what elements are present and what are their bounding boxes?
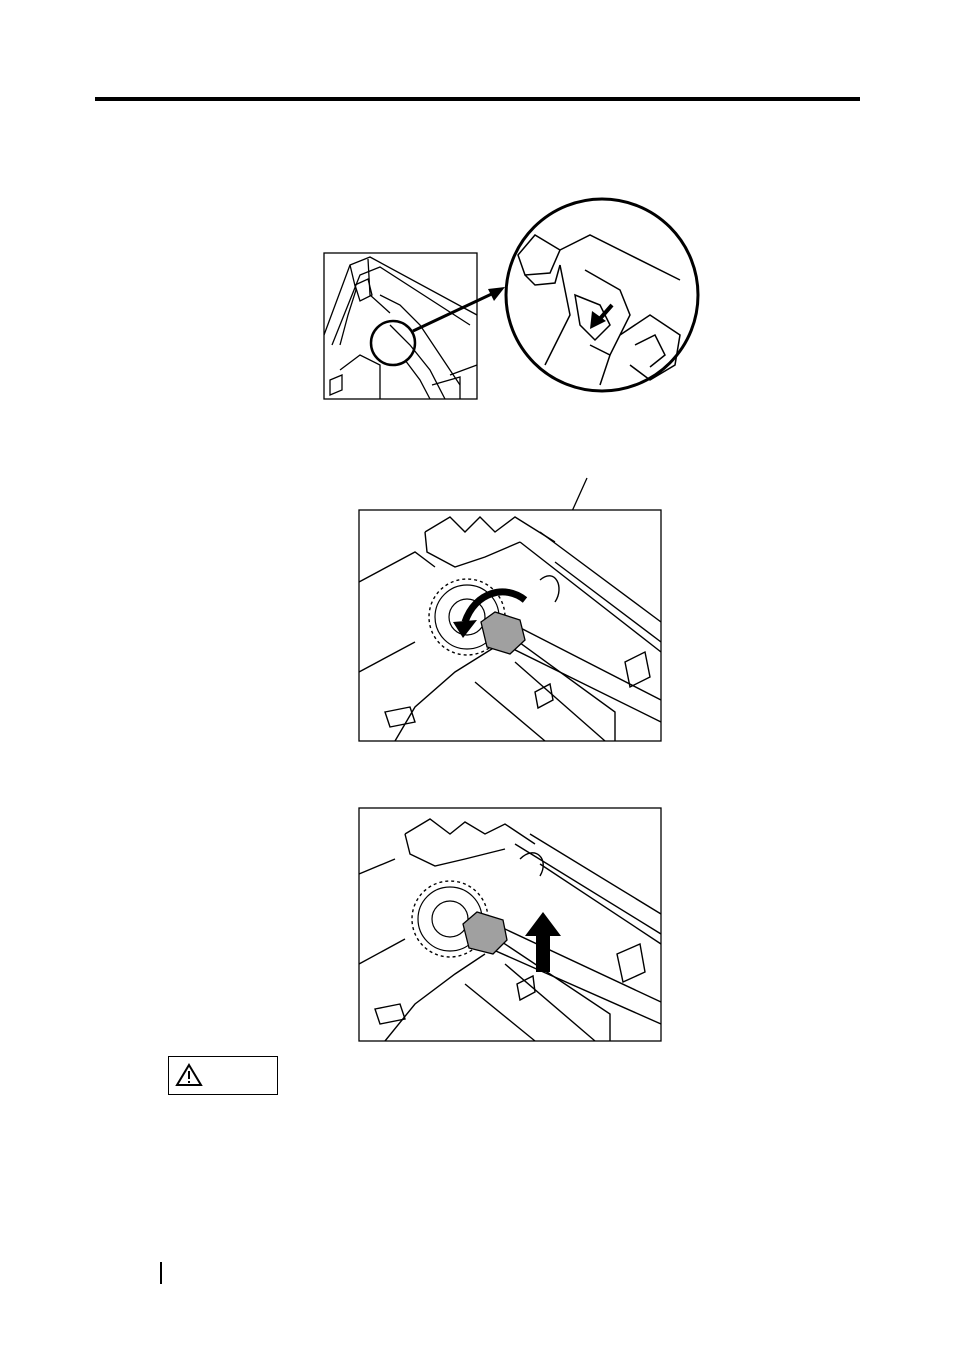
figure-release-lever-detail [320,195,705,405]
figure-rotate-bushing [355,472,665,744]
warning-triangle-icon [175,1063,203,1087]
figure-lift-shaft [355,804,665,1044]
page-margin-bar [160,1262,162,1284]
header-rule [95,97,860,101]
caution-box [168,1056,278,1095]
